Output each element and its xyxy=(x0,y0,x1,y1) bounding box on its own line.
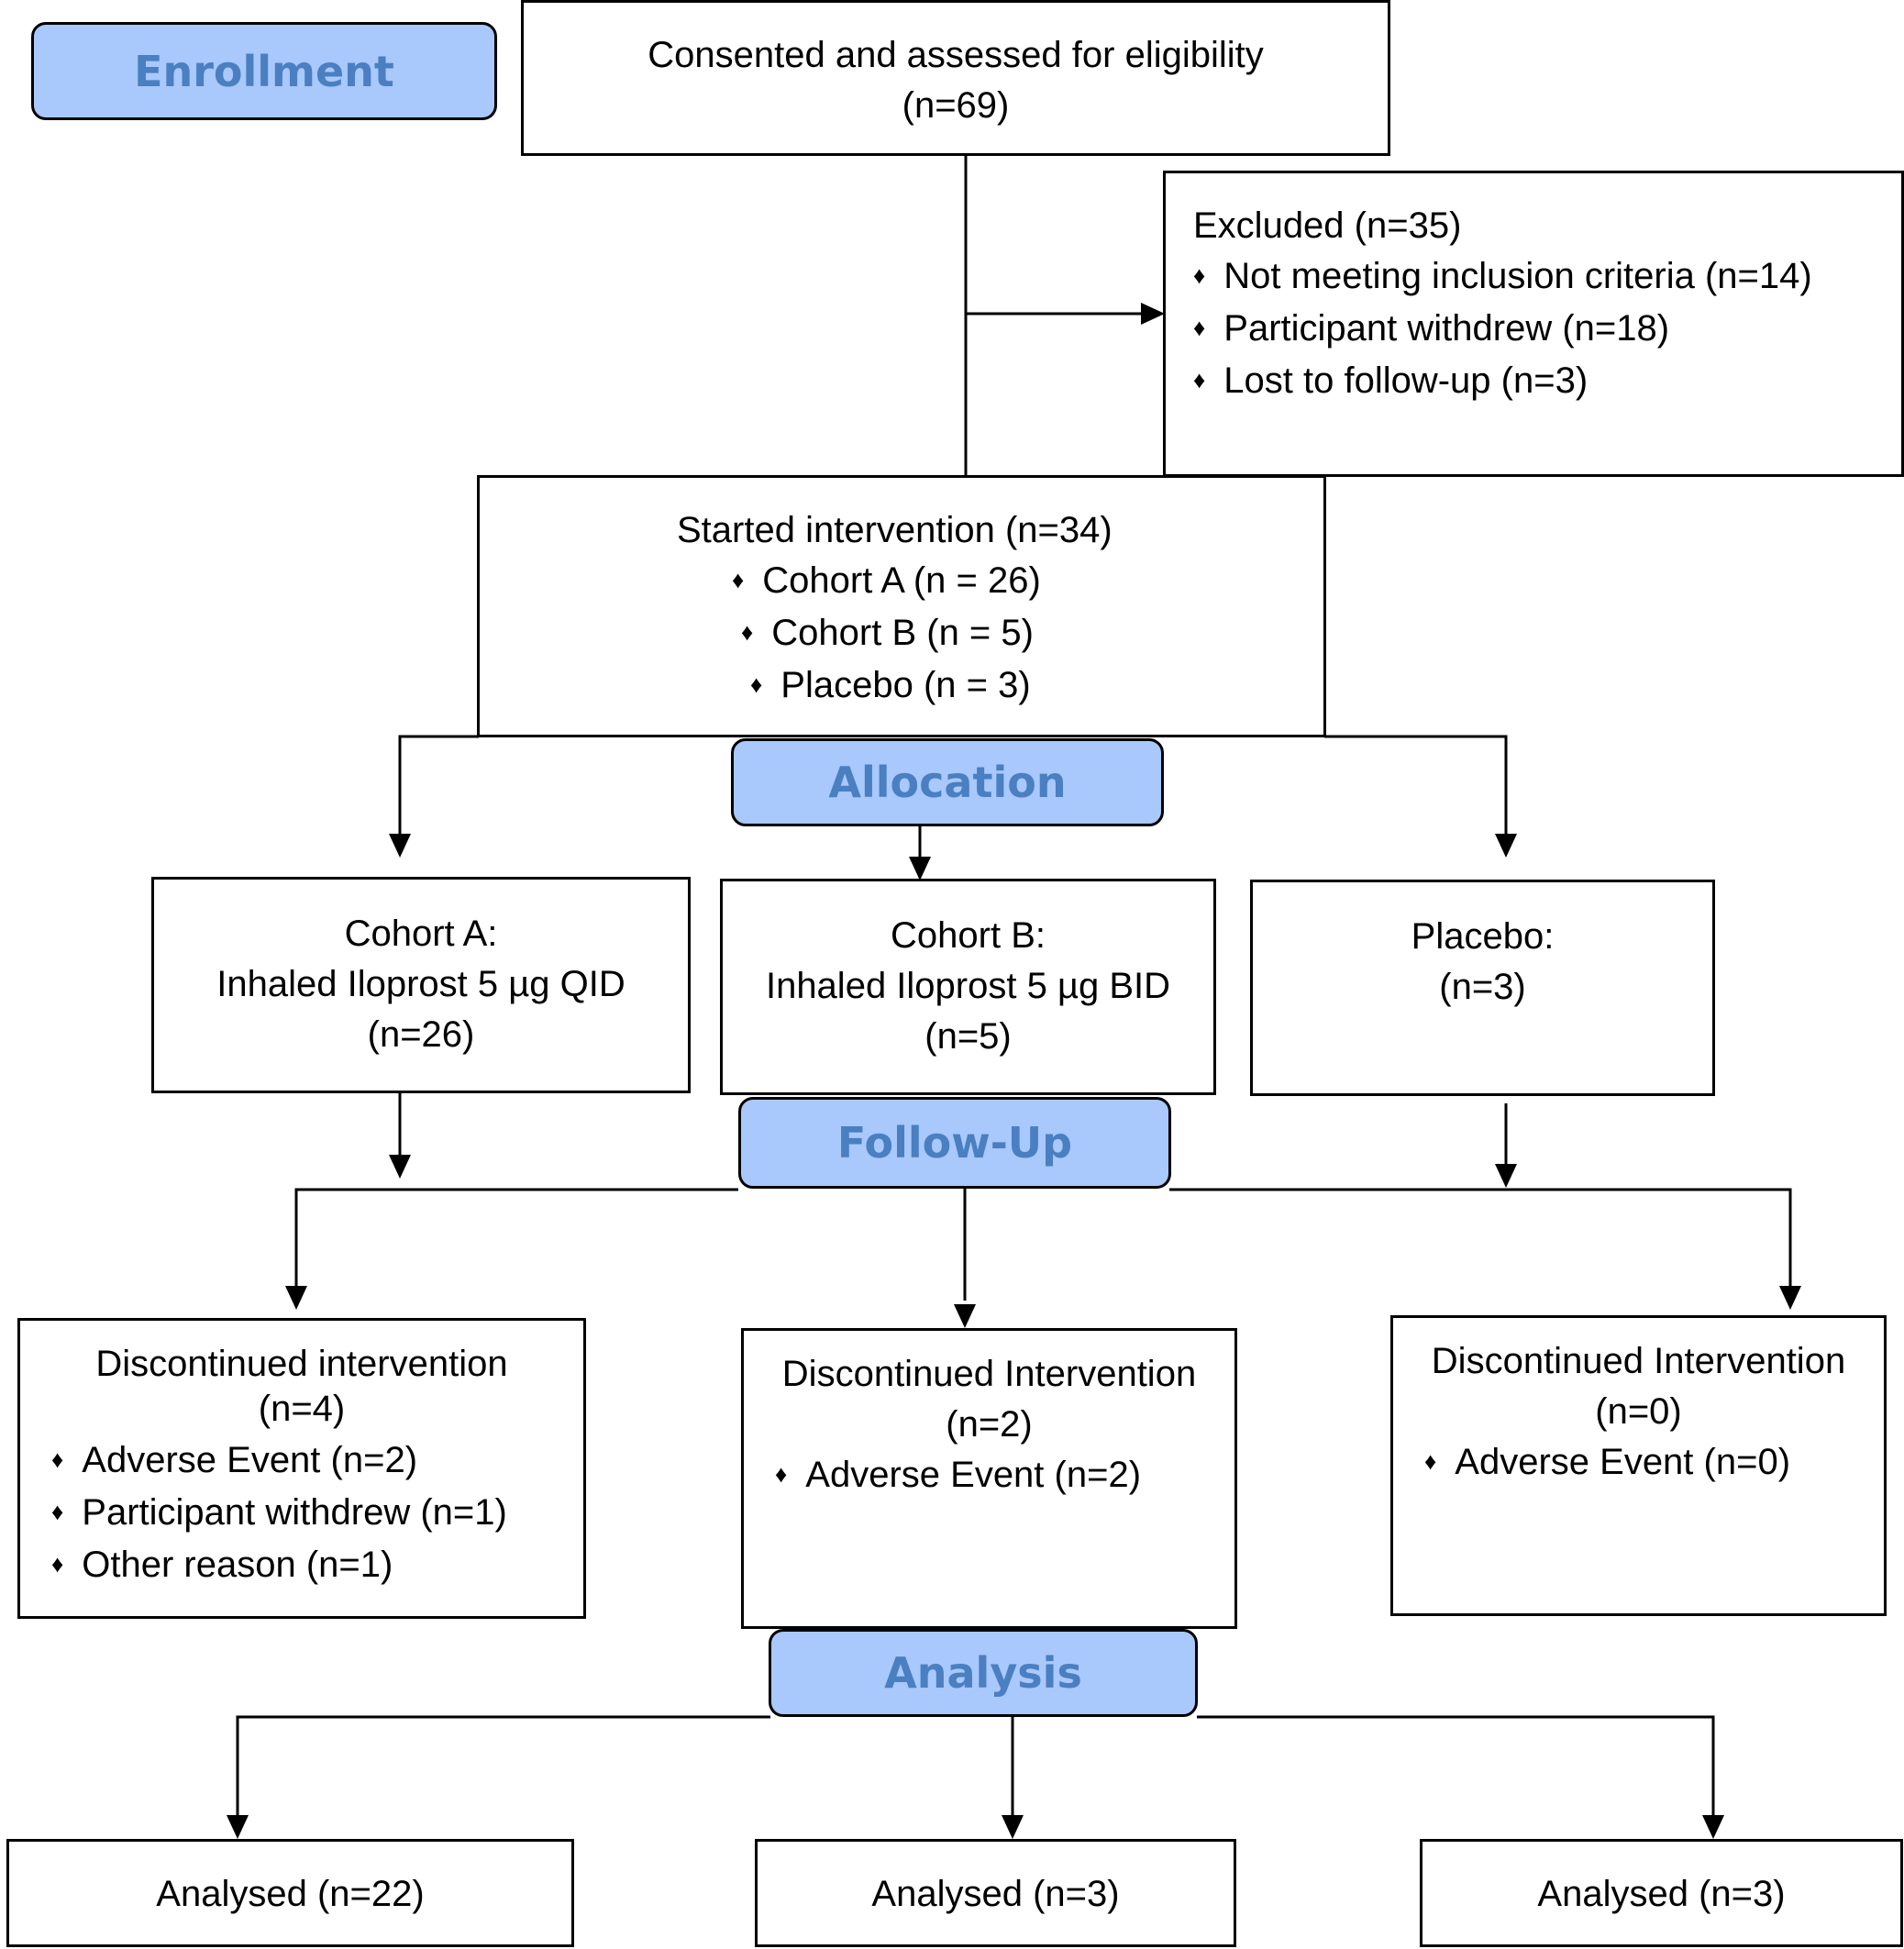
assessed-line-2: (n=69) xyxy=(902,85,1010,126)
arrowhead-arm-b xyxy=(909,857,931,880)
arm-placebo-line-2: (n=3) xyxy=(1439,967,1526,1007)
list-item: ♦Not meeting inclusion criteria (n=14) xyxy=(1193,251,1812,304)
diamond-bullet-icon: ♦ xyxy=(750,670,763,698)
diamond-bullet-icon: ♦ xyxy=(1193,260,1206,289)
discontinued-cohort-a-box: Discontinued intervention (n=4) ♦Adverse… xyxy=(17,1318,586,1619)
stage-enrollment-label: Enrollment xyxy=(134,46,394,96)
diamond-bullet-icon: ♦ xyxy=(775,1459,788,1488)
discontinued-placebo-line-2: (n=0) xyxy=(1595,1391,1682,1432)
arm-cohort-a-line-2: Inhaled Iloprost 5 µg QID xyxy=(216,964,625,1004)
discontinued-a-line-1: Discontinued intervention xyxy=(95,1344,508,1384)
arm-cohort-a-line-1: Cohort A: xyxy=(344,914,498,954)
stage-follow-up-label: Follow-Up xyxy=(836,1118,1073,1168)
list-item: ♦Cohort B (n = 5) xyxy=(677,608,1113,660)
analysed-cohort-b-box: Analysed (n=3) xyxy=(755,1839,1236,1947)
analysed-placebo-box: Analysed (n=3) xyxy=(1420,1839,1903,1947)
arrowhead-analysed-placebo xyxy=(1702,1815,1724,1839)
analysed-placebo-label: Analysed (n=3) xyxy=(1537,1874,1786,1914)
list-item: ♦Adverse Event (n=0) xyxy=(1424,1437,1790,1489)
arrowhead-disc-a xyxy=(285,1286,307,1310)
arm-cohort-b-line-2: Inhaled Iloprost 5 µg BID xyxy=(765,966,1171,1006)
arrowhead-disc-b xyxy=(954,1304,976,1328)
connector-analysis-left xyxy=(236,1715,770,1821)
diamond-bullet-icon: ♦ xyxy=(51,1445,64,1473)
diamond-bullet-icon: ♦ xyxy=(741,617,754,646)
stage-follow-up: Follow-Up xyxy=(738,1097,1171,1189)
list-item: ♦Participant withdrew (n=18) xyxy=(1193,304,1812,356)
started-title: Started intervention (n=34) xyxy=(677,510,1113,550)
connector-followup-right xyxy=(1169,1188,1792,1291)
arrowhead-followup-a-stub xyxy=(389,1155,411,1179)
discontinued-placebo-box: Discontinued Intervention (n=0) ♦Adverse… xyxy=(1390,1315,1887,1616)
diamond-bullet-icon: ♦ xyxy=(1193,365,1206,393)
connector-analysis-right xyxy=(1197,1715,1715,1821)
stage-analysis: Analysis xyxy=(769,1629,1198,1717)
arrowhead-arm-placebo xyxy=(1495,834,1517,858)
arrowhead-followup-placebo-stub xyxy=(1495,1164,1517,1188)
list-item: ♦Adverse Event (n=2) xyxy=(51,1435,507,1488)
arm-cohort-a-line-3: (n=26) xyxy=(367,1014,475,1055)
diamond-bullet-icon: ♦ xyxy=(51,1549,64,1578)
diamond-bullet-icon: ♦ xyxy=(1424,1446,1437,1475)
excluded-title: Excluded (n=35) xyxy=(1193,205,1462,246)
arm-cohort-b-box: Cohort B: Inhaled Iloprost 5 µg BID (n=5… xyxy=(720,879,1216,1095)
analysed-cohort-a-box: Analysed (n=22) xyxy=(6,1839,574,1947)
discontinued-placebo-line-1: Discontinued Intervention xyxy=(1431,1341,1846,1381)
arm-cohort-b-line-1: Cohort B: xyxy=(891,915,1046,956)
arrowhead-disc-placebo xyxy=(1779,1286,1801,1310)
analysed-cohort-b-label: Analysed (n=3) xyxy=(871,1874,1120,1914)
diamond-bullet-icon: ♦ xyxy=(1193,313,1206,341)
list-item: ♦Participant withdrew (n=1) xyxy=(51,1488,507,1540)
arm-placebo-line-1: Placebo: xyxy=(1411,916,1555,957)
discontinued-a-line-2: (n=4) xyxy=(258,1389,346,1429)
assessed-box: Consented and assessed for eligibility (… xyxy=(521,0,1390,156)
assessed-line-1: Consented and assessed for eligibility xyxy=(648,35,1264,75)
diamond-bullet-icon: ♦ xyxy=(732,565,745,593)
stage-enrollment: Enrollment xyxy=(31,22,497,120)
discontinued-b-line-1: Discontinued Intervention xyxy=(781,1354,1197,1394)
stage-analysis-label: Analysis xyxy=(884,1648,1082,1698)
list-item: ♦Lost to follow-up (n=3) xyxy=(1193,356,1812,408)
list-item: ♦Other reason (n=1) xyxy=(51,1540,507,1592)
analysed-cohort-a-label: Analysed (n=22) xyxy=(156,1874,425,1914)
list-item: ♦Cohort A (n = 26) xyxy=(677,556,1113,608)
list-item: ♦Adverse Event (n=2) xyxy=(775,1450,1141,1502)
discontinued-cohort-b-box: Discontinued Intervention (n=2) ♦Adverse… xyxy=(741,1328,1237,1629)
arrowhead-analysed-b xyxy=(1002,1815,1024,1839)
arrowhead-arm-a xyxy=(389,834,411,858)
diamond-bullet-icon: ♦ xyxy=(51,1497,64,1525)
stage-allocation: Allocation xyxy=(731,738,1164,826)
arrowhead-excluded xyxy=(1141,303,1165,325)
connector-followup-left xyxy=(294,1188,738,1291)
excluded-box: Excluded (n=35) ♦Not meeting inclusion c… xyxy=(1163,171,1904,477)
connector-allocation-left xyxy=(398,735,479,839)
started-intervention-box: Started intervention (n=34) ♦Cohort A (n… xyxy=(477,475,1326,737)
arm-cohort-a-box: Cohort A: Inhaled Iloprost 5 µg QID (n=2… xyxy=(151,877,691,1093)
arrowhead-analysed-a xyxy=(227,1815,249,1839)
discontinued-b-line-2: (n=2) xyxy=(946,1404,1033,1445)
arm-cohort-b-line-3: (n=5) xyxy=(924,1016,1012,1057)
stage-allocation-label: Allocation xyxy=(828,758,1067,807)
connector-allocation-right xyxy=(1324,735,1508,839)
arm-placebo-box: Placebo: (n=3) xyxy=(1250,880,1715,1096)
list-item: ♦Placebo (n = 3) xyxy=(677,660,1113,713)
